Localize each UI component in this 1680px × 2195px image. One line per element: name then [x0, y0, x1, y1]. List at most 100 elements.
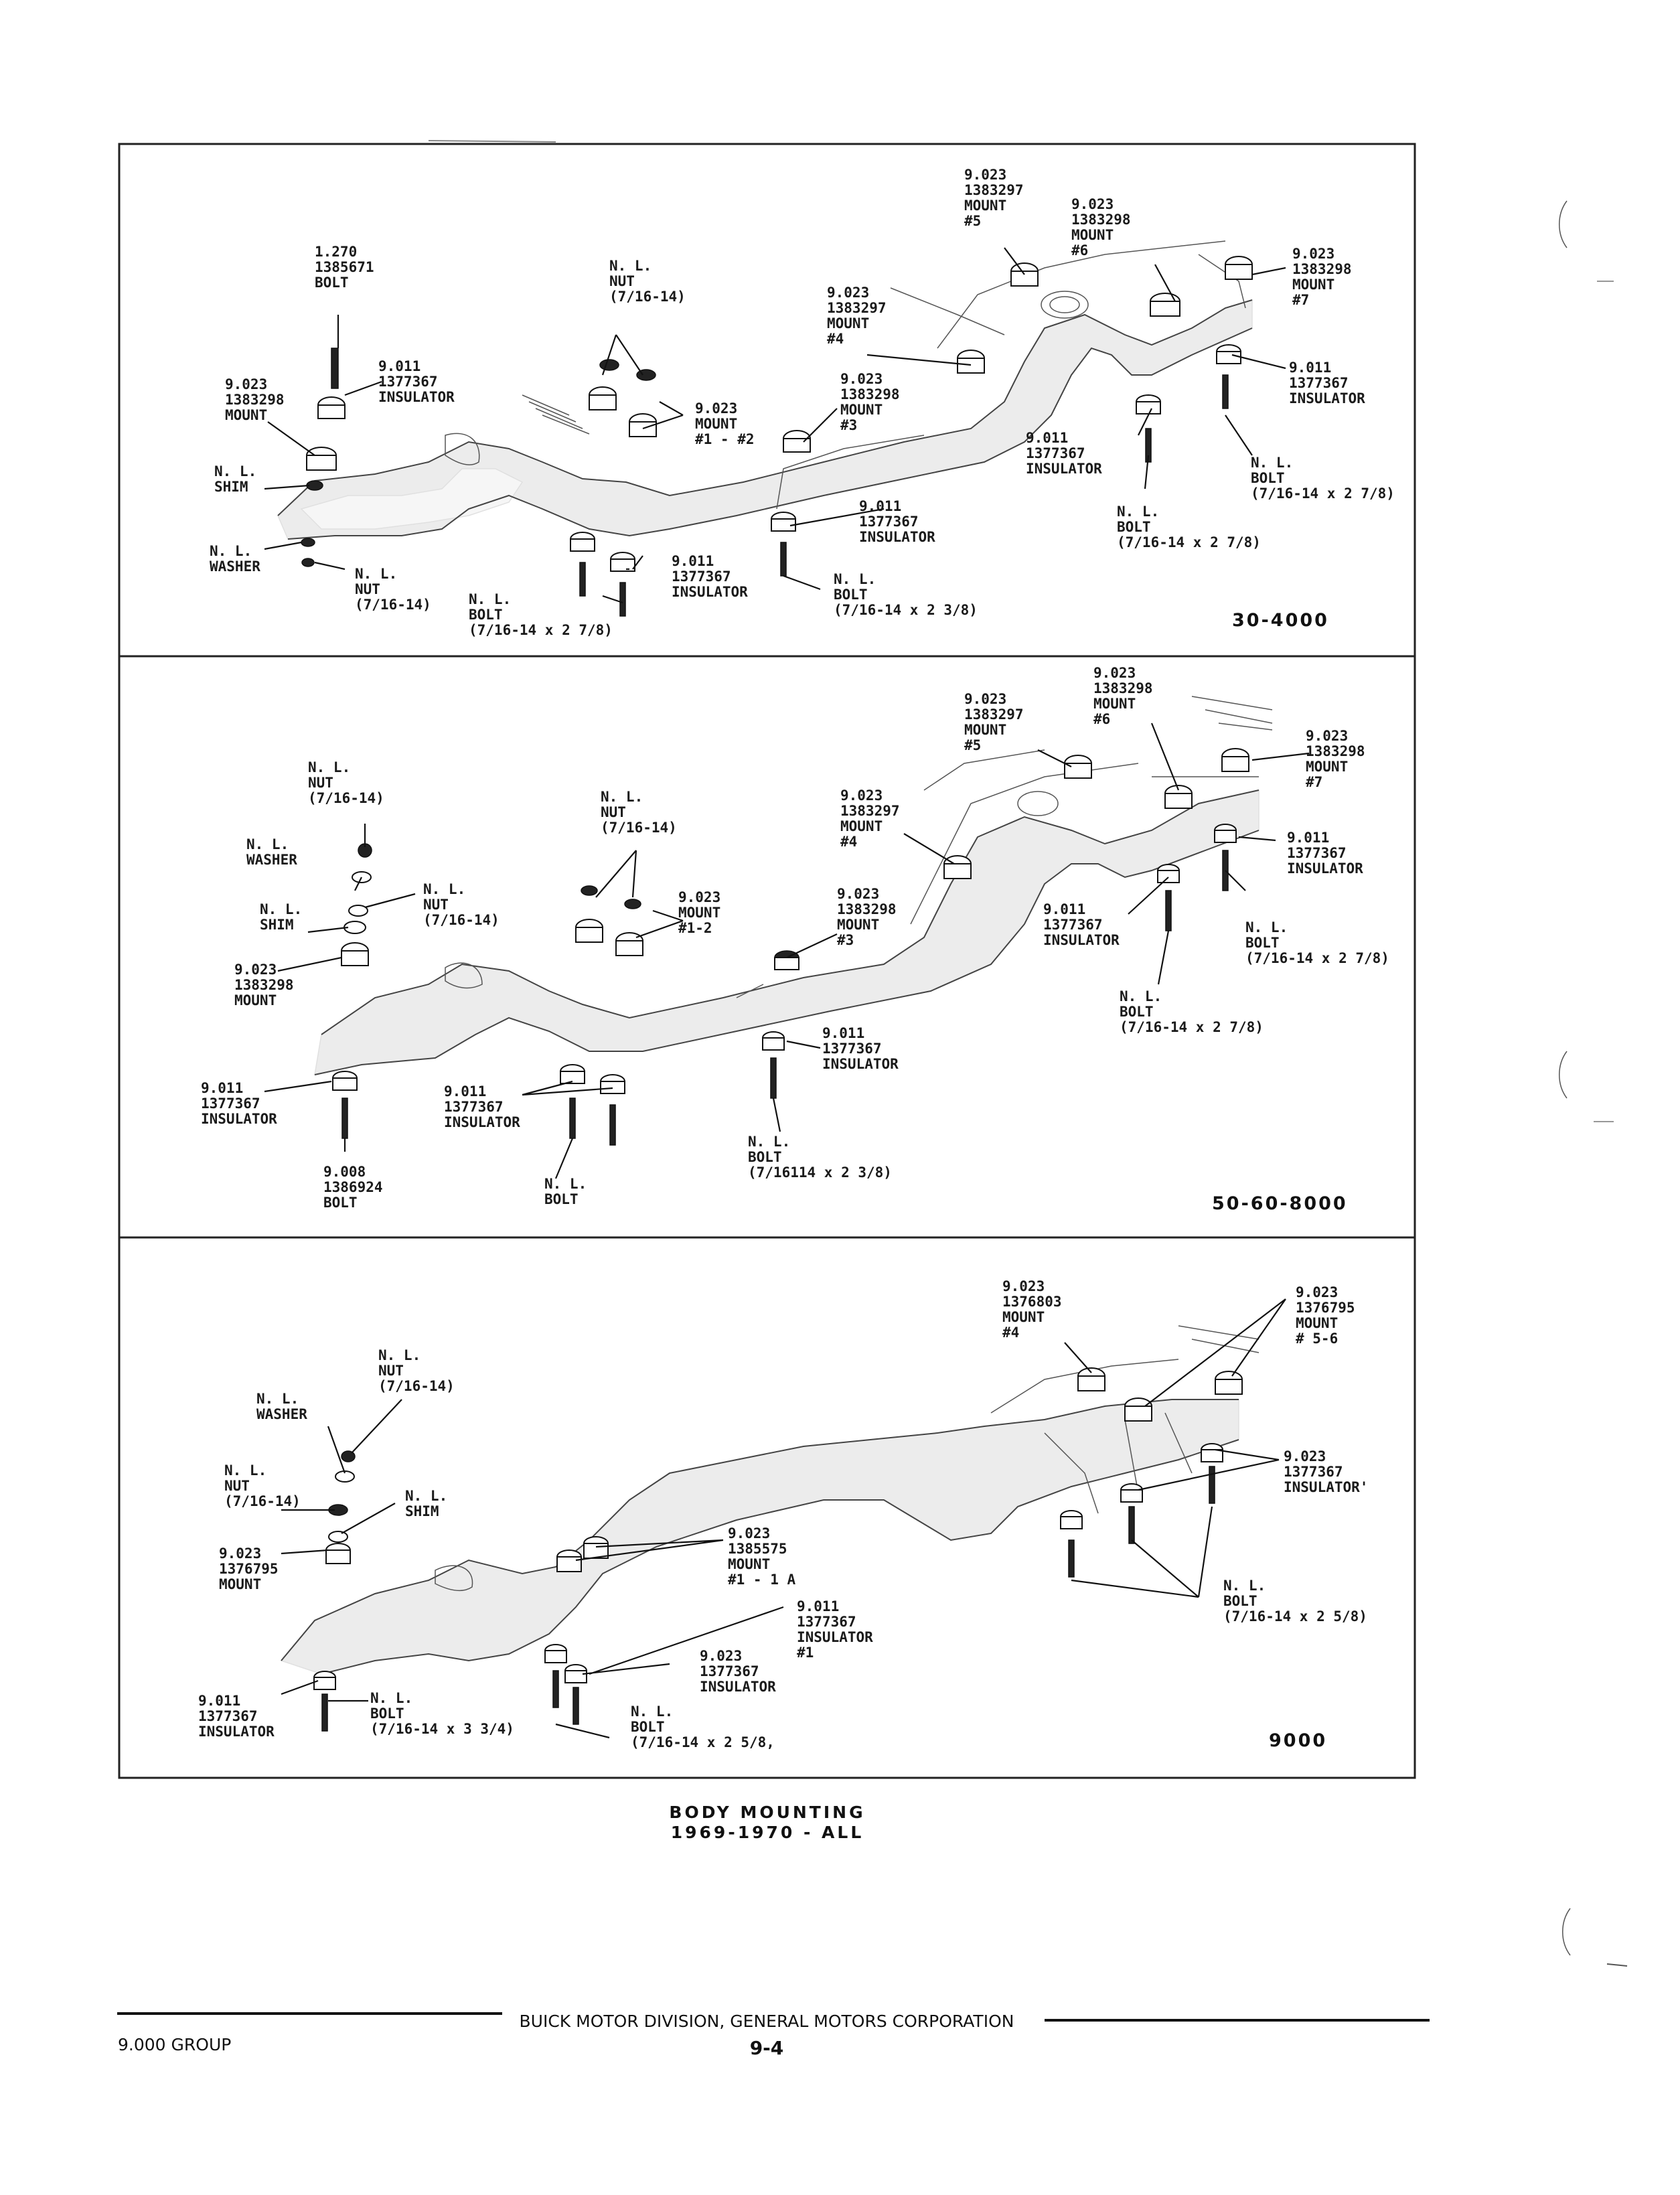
callout-line: BOLT: [1223, 1593, 1257, 1609]
caption-title: BODY MOUNTING: [669, 1803, 865, 1822]
callout-line: NUT: [601, 804, 626, 820]
callout-line: MOUNT: [964, 722, 1006, 738]
callout-line: 9.023: [225, 376, 267, 392]
callout-line: N. L.: [260, 901, 302, 917]
callout-line: MOUNT: [1002, 1309, 1045, 1325]
callout-line: 9.023: [219, 1545, 261, 1562]
callout-line: INSULATOR: [822, 1056, 899, 1072]
callout-line: BOLT: [834, 587, 868, 603]
callout-line: INSULATOR': [1284, 1479, 1368, 1495]
callout-p3-shim: N. L.SHIM: [405, 1488, 447, 1519]
callout-line: 9.023: [1292, 246, 1334, 262]
frame-illustration: [277, 240, 1253, 540]
callout-line: 9.011: [198, 1693, 240, 1709]
footer-corporation: BUICK MOTOR DIVISION, GENERAL MOTORS COR…: [520, 2012, 1014, 2031]
callout-line: 1377367: [1289, 375, 1349, 391]
callout-p1-nut-bottom: N. L.NUT(7/16-14): [355, 566, 431, 613]
callout-line: #6: [1071, 242, 1088, 258]
callout-line: (7/16-14 x 2 5/8,: [631, 1734, 775, 1750]
callout-line: (7/16-14): [378, 1378, 455, 1394]
callout-line: (7/16-14 x 2 7/8): [1251, 485, 1395, 502]
callout-line: (7/16-14 x 2 7/8): [469, 622, 613, 638]
callout-line: 9.023: [1002, 1278, 1045, 1294]
callout-line: N. L.: [246, 836, 289, 852]
leader-lines: [264, 723, 1310, 1179]
callout-line: NUT: [224, 1478, 250, 1494]
callout-line: 1383298: [1292, 261, 1352, 277]
callout-line: N. L.: [1120, 988, 1162, 1004]
callout-line: #5: [964, 737, 981, 753]
callout-line: N. L.: [1251, 455, 1293, 471]
callout-line: MOUNT: [219, 1576, 261, 1592]
callout-line: (7/16-14 x 2 7/8): [1245, 950, 1389, 966]
callout-line: (7/16-14 x 3 3/4): [370, 1721, 514, 1737]
caption-subtitle: 1969-1970 - ALL: [671, 1823, 864, 1842]
callout-line: 1383297: [840, 803, 900, 819]
callout-line: 1377367: [822, 1041, 882, 1057]
fastener-parts: [313, 1367, 1243, 1732]
callout-line: NUT: [423, 897, 449, 913]
callout-line: N. L.: [405, 1488, 447, 1504]
callout-line: N. L.: [1245, 919, 1288, 935]
callout-line: MOUNT: [840, 402, 883, 418]
callout-line: BOLT: [469, 607, 503, 623]
callout-line: INSULATOR: [672, 584, 748, 600]
callout-p1-washer: N. L.WASHER: [210, 543, 260, 575]
callout-line: 1377367: [378, 374, 438, 390]
callout-line: BOLT: [370, 1706, 404, 1722]
callout-line: INSULATOR: [700, 1679, 776, 1695]
callout-line: BOLT: [1251, 470, 1285, 486]
callout-line: 1.270: [315, 244, 357, 260]
callout-line: N. L.: [370, 1690, 412, 1706]
callout-line: N. L.: [1223, 1578, 1266, 1594]
callout-line: 1377367: [859, 514, 919, 530]
callout-line: 9.011: [1289, 360, 1331, 376]
callout-line: (7/16-14 x 2 7/8): [1117, 534, 1261, 550]
callout-p1-shim: N. L.SHIM: [214, 463, 256, 495]
callout-line: 9.023: [964, 167, 1006, 183]
callout-line: N. L.: [355, 566, 397, 582]
callout-line: N. L.: [469, 591, 511, 607]
callout-line: 9.011: [1043, 901, 1085, 917]
callout-line: 9.008: [323, 1164, 366, 1180]
callout-line: N. L.: [601, 789, 643, 805]
callout-line: (7/16-14): [224, 1493, 301, 1509]
callout-line: BOLT: [748, 1149, 782, 1165]
callout-line: 9.011: [859, 498, 901, 514]
callout-line: 1377367: [672, 569, 731, 585]
callout-line: MOUNT: [1296, 1315, 1338, 1331]
callout-line: 9.023: [700, 1648, 742, 1664]
callout-p3-bolt-right: N. L.BOLT(7/16-14 x 2 5/8): [1223, 1578, 1367, 1624]
callout-line: (7/16-14): [423, 912, 500, 928]
callout-line: 9.023: [840, 787, 883, 804]
callout-line: 9.011: [822, 1025, 864, 1041]
callout-line: BOLT: [631, 1719, 665, 1735]
callout-line: MOUNT: [234, 992, 277, 1008]
callout-line: INSULATOR: [201, 1111, 277, 1127]
callout-line: #1 - #2: [695, 431, 755, 447]
callout-line: WASHER: [246, 852, 297, 868]
callout-p3-bolt-mid: N. L.BOLT(7/16-14 x 2 5/8,: [631, 1704, 775, 1750]
callout-line: 9.023: [827, 285, 869, 301]
callout-line: SHIM: [214, 479, 248, 495]
callout-line: 9.011: [444, 1083, 486, 1100]
callout-line: # 5-6: [1296, 1331, 1338, 1347]
callout-line: 1383297: [827, 300, 887, 316]
callout-line: 1377367: [797, 1614, 856, 1630]
callout-line: 1383297: [964, 182, 1024, 198]
callout-line: N. L.: [210, 543, 252, 559]
callout-line: 9.023: [234, 962, 277, 978]
callout-line: INSULATOR: [1287, 860, 1363, 877]
callout-line: (7/16-14 x 2 3/8): [834, 602, 978, 618]
